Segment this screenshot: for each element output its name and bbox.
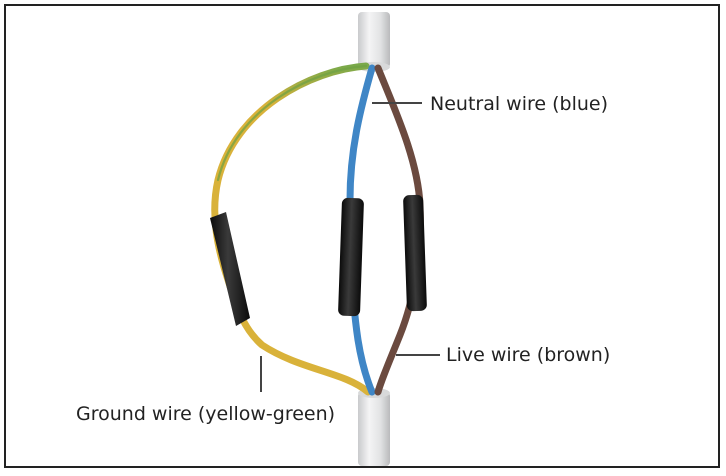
- ground-heat-shrink: [210, 212, 250, 326]
- neutral-wire-label: Neutral wire (blue): [430, 93, 609, 115]
- live-wire-label: Live wire (brown): [446, 344, 611, 366]
- ground-wire-label: Ground wire (yellow-green): [76, 403, 336, 425]
- live-heat-shrink: [403, 194, 427, 312]
- bottom-cable-sheath: [358, 388, 390, 466]
- neutral-heat-shrink: [338, 197, 364, 317]
